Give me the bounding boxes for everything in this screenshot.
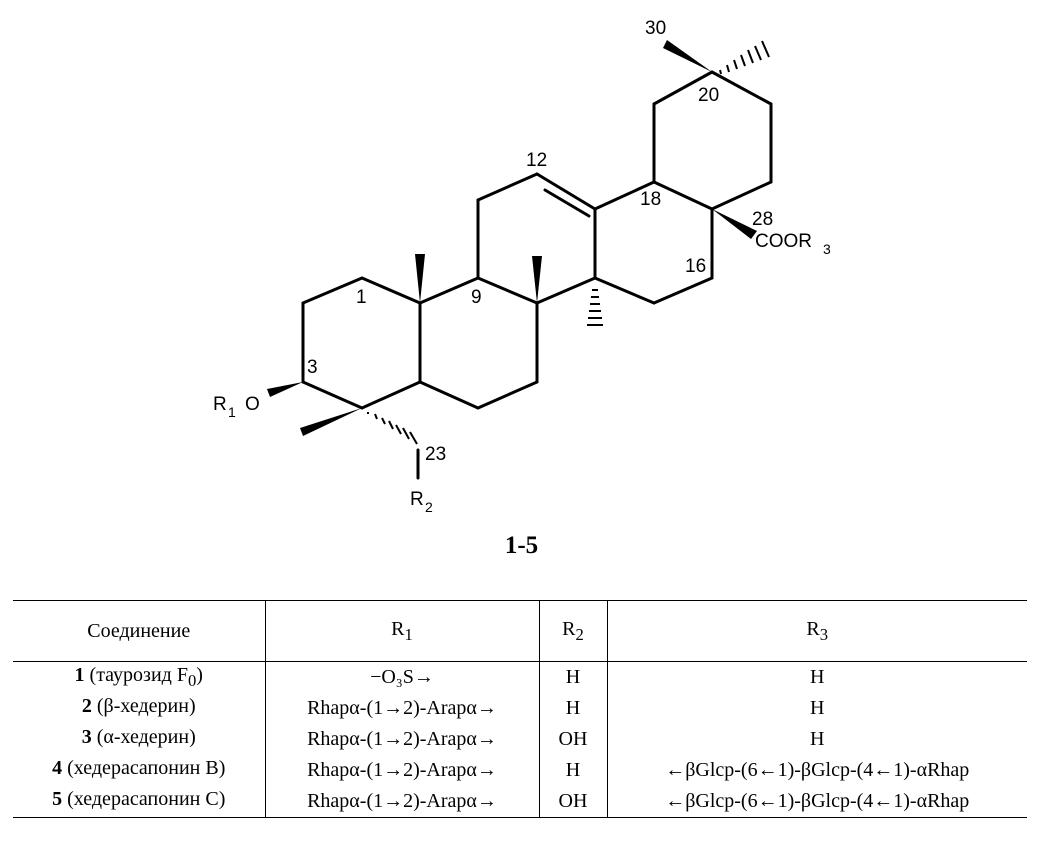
cell-r1: Rhapα-(1→2)-Arapα→ xyxy=(265,786,540,818)
substituent-table: Соединение R1 R2 R3 1 (таурозид F0)−O₃S→… xyxy=(13,600,1027,818)
header-compound: Соединение xyxy=(13,600,266,662)
label-c30: 30 xyxy=(645,18,666,39)
cell-compound: 4 (хедерасапонин B) xyxy=(13,755,266,786)
label-r2: R xyxy=(410,489,424,510)
label-c23: 23 xyxy=(425,444,446,465)
cell-compound: 3 (α-хедерин) xyxy=(13,724,266,755)
header-r2: R2 xyxy=(539,600,608,662)
label-c28: 28 xyxy=(752,209,773,230)
cell-r2: OH xyxy=(539,724,608,755)
label-c12: 12 xyxy=(526,150,547,171)
header-r3: R3 xyxy=(607,600,1027,662)
label-r3-sub: 3 xyxy=(823,241,831,257)
cell-r3: ←βGlcp-(6←1)-βGlcp-(4←1)-αRhap xyxy=(607,786,1027,818)
label-c3: 3 xyxy=(307,357,318,378)
cell-r2: OH xyxy=(539,786,608,818)
cell-r2: H xyxy=(539,693,608,724)
cell-compound: 2 (β-хедерин) xyxy=(13,693,266,724)
label-r2-sub: 2 xyxy=(425,499,433,515)
label-c16: 16 xyxy=(685,256,706,277)
cell-r3: ←βGlcp-(6←1)-βGlcp-(4←1)-αRhap xyxy=(665,759,970,781)
table-row: 4 (хедерасапонин B)Rhapα-(1→2)-Arapα→H ←β… xyxy=(13,755,1027,786)
header-r1: R1 xyxy=(265,600,540,662)
cell-r1: Rhapα-(1→2)-Arapα→ xyxy=(265,693,540,724)
cell-r1: Rhapα-(1→2)-Arapα→ xyxy=(265,724,540,755)
label-r1-sub: 1 xyxy=(228,404,236,420)
cell-r3: H xyxy=(810,666,825,688)
cell-r2: H xyxy=(539,755,608,786)
triterpene-structure: 30 20 12 18 28 COOR 3 16 1 9 3 R 1 O 23 … xyxy=(213,18,831,515)
compound-series-label: 1-5 xyxy=(504,532,539,559)
table-row: 3 (α-хедерин)Rhapα-(1→2)-Arapα→OH H xyxy=(13,724,1027,755)
table-row: 5 (хедерасапонин C)Rhapα-(1→2)-Arapα→OH←… xyxy=(13,786,1027,818)
cell-compound: 1 (таурозид F0) xyxy=(13,661,266,693)
cell-compound: 5 (хедерасапонин C) xyxy=(13,786,266,818)
cell-r3: H xyxy=(810,697,825,719)
label-r1: R xyxy=(213,394,227,415)
cell-r2: H xyxy=(539,661,608,693)
label-c20: 20 xyxy=(698,85,719,106)
cell-r1: −O₃S→ xyxy=(265,661,540,693)
label-oxygen: O xyxy=(245,394,260,415)
label-c9: 9 xyxy=(471,287,482,308)
label-c1: 1 xyxy=(356,287,367,308)
cell-r1: Rhapα-(1→2)-Arapα→ xyxy=(265,755,540,786)
table-header-row: Соединение R1 R2 R3 xyxy=(13,600,1027,662)
cell-r3: H xyxy=(810,728,825,750)
label-c18: 18 xyxy=(640,189,661,210)
label-coor: COOR xyxy=(755,231,812,252)
